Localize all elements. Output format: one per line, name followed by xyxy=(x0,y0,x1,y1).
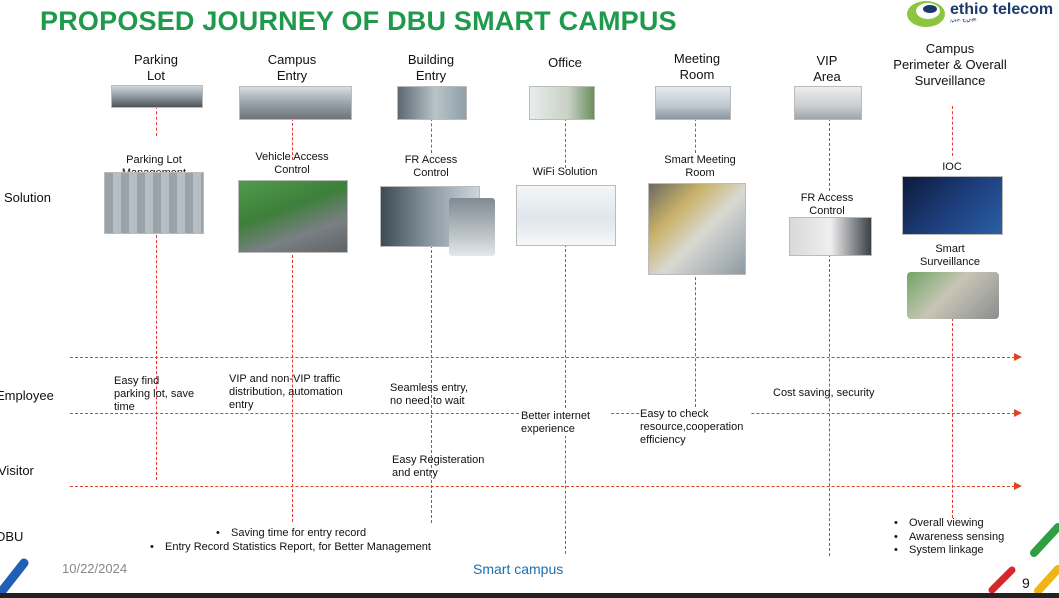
building-entry-photo xyxy=(397,86,467,120)
row-label-dbu: DBU xyxy=(0,529,24,544)
wifi-solution-image xyxy=(516,185,616,246)
row-label-employee: Employee xyxy=(0,388,54,403)
office-photo xyxy=(529,86,595,120)
campus-entry-photo xyxy=(239,86,352,120)
row-label-visitor: Visitor xyxy=(0,463,34,478)
corner-stripe-red-icon xyxy=(988,566,1016,594)
row-label-solution: Solution xyxy=(4,190,51,205)
lane-divider-arrow xyxy=(70,357,1015,358)
connector-line xyxy=(431,245,432,523)
visitor-lane-arrow xyxy=(70,486,1015,487)
dbu-note-right-list: Overall viewing Awareness sensing System… xyxy=(894,517,1004,558)
footer-title: Smart campus xyxy=(473,561,564,577)
connector-line xyxy=(952,318,953,518)
solution-label-wifi: WiFi Solution xyxy=(532,166,598,178)
page-number: 9 xyxy=(1022,575,1030,591)
vip-area-photo xyxy=(794,86,862,120)
connector-line xyxy=(565,244,566,554)
arrow-head-icon xyxy=(1014,482,1022,490)
ioc-image xyxy=(902,176,1003,235)
solution-label-ioc: IOC xyxy=(942,161,962,173)
footer-date: 10/22/2024 xyxy=(62,561,128,576)
logo-subtext: ኢትዮ ቴሌኮም xyxy=(950,18,977,24)
arrow-head-icon xyxy=(1014,409,1022,417)
logo-text: ethio telecom xyxy=(950,1,1054,18)
connector-line xyxy=(695,272,696,407)
parking-lot-photo xyxy=(111,85,203,108)
connector-line xyxy=(156,230,157,480)
smart-surveillance-image xyxy=(907,272,999,319)
connector-line xyxy=(156,106,157,136)
page-title: PROPOSED JOURNEY OF DBU SMART CAMPUS xyxy=(40,6,677,36)
stage-label-office: Office xyxy=(548,55,582,70)
employee-note-building: Seamless entry,no need to wait xyxy=(390,382,469,407)
dbu-note-left-item: Entry Record Statistics Report, for Bett… xyxy=(150,541,431,555)
connector-line xyxy=(431,118,432,153)
dbu-note-left-item: Saving time for entry record xyxy=(216,527,366,541)
logo-mark-icon xyxy=(907,1,945,27)
arrow-head-icon xyxy=(1014,353,1022,361)
smart-meeting-room-image xyxy=(648,183,746,275)
connector-line xyxy=(952,106,953,156)
employee-note-vip: Cost saving, security xyxy=(773,387,875,399)
fr-kiosk-image xyxy=(449,198,495,256)
corner-stripe-right-icon xyxy=(1030,523,1059,595)
vehicle-access-image xyxy=(238,180,348,253)
connector-line xyxy=(292,250,293,522)
connector-line xyxy=(292,118,293,160)
bottom-bar xyxy=(0,593,1059,598)
connector-line xyxy=(829,254,830,556)
corner-stripe-left-icon xyxy=(0,558,29,595)
parking-management-image xyxy=(104,172,204,234)
meeting-room-photo xyxy=(655,86,731,120)
connector-line xyxy=(829,118,830,191)
ethio-telecom-logo: ethio telecom ኢትዮ ቴሌኮም xyxy=(906,0,1056,30)
connector-line xyxy=(695,118,696,153)
connector-line xyxy=(565,118,566,168)
fr-access-vip-image xyxy=(789,217,872,256)
